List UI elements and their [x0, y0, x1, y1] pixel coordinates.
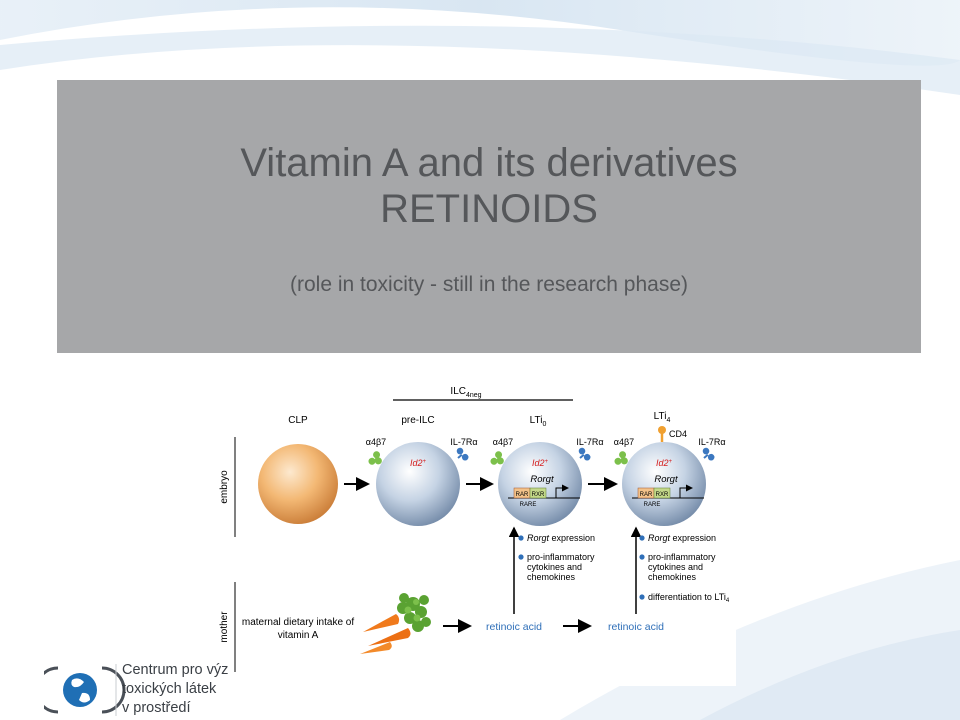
maternal-intake-line2: vitamin A [278, 630, 319, 641]
cd4-receptor [658, 426, 666, 442]
lti0-id2: Id2+ [532, 458, 549, 468]
svg-text:chemokines: chemokines [648, 572, 697, 582]
svg-text:chemokines: chemokines [527, 572, 576, 582]
lti0-rar: RAR [516, 492, 529, 498]
label-a4b7-2: α4β7 [493, 437, 513, 447]
logo-line-1: Centrum pro výz [122, 662, 229, 678]
lti4-id2: Id2+ [656, 458, 673, 468]
logo-line-3: v prostředí [122, 700, 191, 716]
title-line-2: RETINOIDS [380, 187, 598, 231]
lti4-cell [622, 442, 706, 526]
retinoid-ilc-diagram: embryo mother ILC4neg CLP pre-ILC LTi0 L… [218, 382, 736, 686]
maternal-intake-line1: maternal dietary intake of [242, 617, 355, 628]
lti4-rar: RAR [640, 492, 653, 498]
effects-lti0: Rorgt expression pro-inflammatory cytoki… [518, 533, 595, 582]
clp-cell [258, 444, 338, 524]
logo-text: Centrum pro výz toxických látek v prostř… [122, 661, 228, 718]
retinoic-acid-1: retinoic acid [486, 621, 542, 633]
pre-ilc-id2: Id2+ [410, 458, 427, 468]
logo-line-2: toxických látek [122, 681, 217, 697]
label-a4b7-3: α4β7 [614, 437, 634, 447]
svg-text:Rorgt expression: Rorgt expression [527, 533, 595, 543]
svg-text:cytokines and: cytokines and [648, 562, 703, 572]
stage-clp: CLP [288, 415, 308, 426]
label-il7r-2: IL-7Rα [576, 437, 603, 447]
label-cd4: CD4 [669, 429, 687, 439]
lti4-rare: RARE [644, 502, 661, 508]
label-a4b7-1: α4β7 [366, 437, 386, 447]
lti4-rxr: RXR [656, 492, 669, 498]
recetox-logo-icon [44, 664, 126, 716]
label-il7r-3: IL-7Rα [698, 437, 725, 447]
svg-text:Rorgt expression: Rorgt expression [648, 533, 716, 543]
pre-ilc-cell [376, 442, 460, 526]
lti0-rare: RARE [520, 502, 537, 508]
lti4-rorgt: Rorgt [654, 474, 678, 485]
ilc-header: ILC4neg [450, 386, 481, 399]
lti0-rxr: RXR [532, 492, 545, 498]
slide-title: Vitamin A and its derivatives RETINOIDS [57, 140, 921, 232]
retinoic-acid-2: retinoic acid [608, 621, 664, 633]
svg-text:cytokines and: cytokines and [527, 562, 582, 572]
stage-pre-ilc: pre-ILC [401, 415, 434, 426]
row-label-embryo: embryo [219, 470, 230, 504]
stage-lti4: LTi4 [654, 411, 671, 424]
lti0-cell [498, 442, 582, 526]
slide-subtitle: (role in toxicity - still in the researc… [290, 273, 688, 296]
svg-text:differentiation to LTi4: differentiation to LTi4 [648, 592, 730, 604]
stage-lti0: LTi0 [530, 415, 547, 428]
svg-text:pro-inflammatory: pro-inflammatory [648, 552, 716, 562]
label-il7r-1: IL-7Rα [450, 437, 477, 447]
lti0-rorgt: Rorgt [530, 474, 554, 485]
svg-text:pro-inflammatory: pro-inflammatory [527, 552, 595, 562]
row-label-mother: mother [219, 611, 230, 643]
title-line-1: Vitamin A and its derivatives [240, 141, 738, 185]
effects-lti4: Rorgt expression pro-inflammatory cytoki… [639, 533, 730, 604]
title-panel: Vitamin A and its derivatives RETINOIDS … [57, 80, 921, 353]
carrot-illustration [360, 593, 431, 654]
